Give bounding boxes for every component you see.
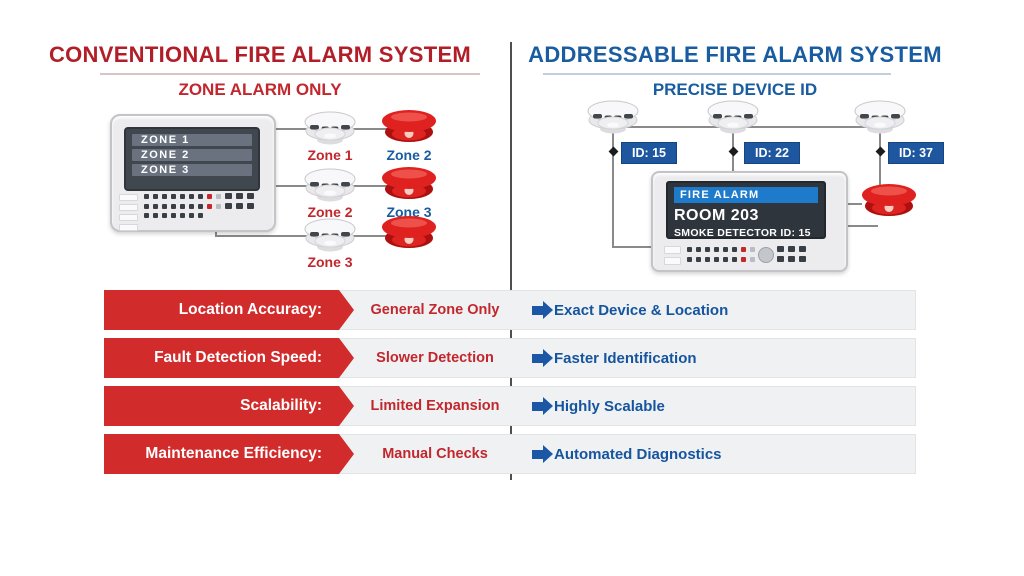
left-title-underline: [100, 73, 480, 75]
addressable-value: Automated Diagnostics: [554, 445, 722, 463]
conventional-value: General Zone Only: [370, 302, 500, 318]
comparison-row: Fault Detection Speed: Slower Detection …: [104, 338, 916, 378]
panel-slat: [119, 214, 138, 221]
right-arrow-icon: [532, 300, 553, 319]
alarm-bell-icon: [862, 184, 916, 216]
detector-zone-label: Zone 1: [307, 147, 353, 163]
detector-zone-label: Zone 3: [307, 254, 353, 270]
column-divider: [510, 42, 512, 480]
addressable-value: Faster Identification: [554, 349, 697, 367]
right-arrow-icon: [532, 348, 553, 367]
zone-display-1: ZONE 1: [132, 134, 252, 146]
comparison-label-ribbon: Maintenance Efficiency:: [104, 434, 354, 474]
zone-display-list: ZONE 1 ZONE 2 ZONE 3: [126, 129, 258, 179]
panel-button-grid: [144, 193, 254, 218]
wire: [842, 203, 862, 205]
conventional-value: Limited Expansion: [370, 398, 500, 414]
wire: [842, 225, 878, 227]
bell-zone-label: Zone 3: [386, 204, 432, 220]
wire: [612, 132, 614, 248]
wire-connector-dot: [728, 146, 739, 157]
right-header: ADDRESSABLE FIRE ALARM SYSTEM: [525, 42, 945, 68]
wire-connector-dot: [608, 146, 619, 157]
comparison-label-ribbon: Fault Detection Speed:: [104, 338, 354, 378]
panel-button-row: [144, 203, 254, 209]
addressable-value: Highly Scalable: [554, 397, 665, 415]
bell-zone-label: Zone 2: [386, 147, 432, 163]
panel-slat: [119, 224, 138, 231]
panel-knob: [758, 247, 774, 263]
wire: [612, 246, 653, 248]
comparison-row: Location Accuracy: General Zone Only Exa…: [104, 290, 916, 330]
comparison-label-ribbon: Location Accuracy:: [104, 290, 354, 330]
conventional-value: Slower Detection: [376, 350, 494, 366]
smoke-detector-icon: [707, 100, 759, 134]
zone-display-screen: ZONE 1 ZONE 2 ZONE 3: [124, 127, 260, 191]
smoke-detector-icon: [854, 100, 906, 134]
detector-zone-label: Zone 2: [307, 204, 353, 220]
wire: [879, 132, 881, 187]
panel-slat: [119, 204, 138, 211]
right-title-underline: [543, 73, 891, 75]
addressable-value-wrap: Exact Device & Location: [532, 290, 728, 330]
alarm-screen-detail: SMOKE DETECTOR ID: 15: [674, 227, 811, 239]
smoke-detector-icon: [304, 168, 356, 202]
panel-label-slats: [664, 246, 681, 265]
left-subtitle: ZONE ALARM ONLY: [178, 80, 342, 99]
smoke-detector-icon: [304, 111, 356, 145]
wire-connector-dot: [875, 146, 886, 157]
left-subtitle-wrap: ZONE ALARM ONLY: [40, 80, 480, 100]
left-title: CONVENTIONAL FIRE ALARM SYSTEM: [48, 42, 472, 67]
panel-label-slats: [119, 194, 138, 231]
addressable-value: Exact Device & Location: [554, 301, 729, 319]
panel-button-grid: [687, 246, 806, 262]
smoke-detector-icon: [587, 100, 639, 134]
alarm-screen-header: FIRE ALARM: [674, 187, 818, 203]
panel-slat: [664, 246, 681, 254]
device-id-badge: ID: 15: [621, 142, 677, 164]
addressable-value-wrap: Automated Diagnostics: [532, 434, 722, 474]
panel-button-row: [687, 246, 806, 252]
alarm-bell-icon: [382, 167, 436, 199]
zone-display-3: ZONE 3: [132, 164, 252, 176]
panel-button-row: [687, 256, 806, 262]
alarm-bell-icon: [382, 216, 436, 248]
panel-slat: [119, 194, 138, 201]
comparison-label-ribbon: Scalability:: [104, 386, 354, 426]
addressable-control-panel: FIRE ALARM ROOM 203 SMOKE DETECTOR ID: 1…: [651, 171, 848, 272]
smoke-detector-icon: [304, 218, 356, 252]
wire: [215, 235, 392, 237]
right-arrow-icon: [532, 396, 553, 415]
zone-display-2: ZONE 2: [132, 149, 252, 161]
panel-slat: [664, 257, 681, 265]
right-title: ADDRESSABLE FIRE ALARM SYSTEM: [528, 42, 942, 67]
comparison-row: Scalability: Limited Expansion Highly Sc…: [104, 386, 916, 426]
addressable-value-wrap: Faster Identification: [532, 338, 697, 378]
panel-button-row: [144, 213, 254, 218]
alarm-screen-room: ROOM 203: [674, 207, 759, 224]
right-subtitle-wrap: PRECISE DEVICE ID: [525, 80, 945, 100]
device-id-badge: ID: 22: [744, 142, 800, 164]
conventional-control-panel: ZONE 1 ZONE 2 ZONE 3: [110, 114, 276, 232]
alarm-bell-icon: [382, 110, 436, 142]
conventional-value: Manual Checks: [382, 446, 488, 462]
left-header: CONVENTIONAL FIRE ALARM SYSTEM: [40, 42, 480, 68]
device-id-badge: ID: 37: [888, 142, 944, 164]
alarm-screen: FIRE ALARM ROOM 203 SMOKE DETECTOR ID: 1…: [666, 181, 826, 239]
addressable-value-wrap: Highly Scalable: [532, 386, 665, 426]
right-subtitle: PRECISE DEVICE ID: [652, 80, 818, 99]
comparison-row: Maintenance Efficiency: Manual Checks Au…: [104, 434, 916, 474]
panel-button-row: [144, 193, 254, 199]
right-arrow-icon: [532, 444, 553, 463]
